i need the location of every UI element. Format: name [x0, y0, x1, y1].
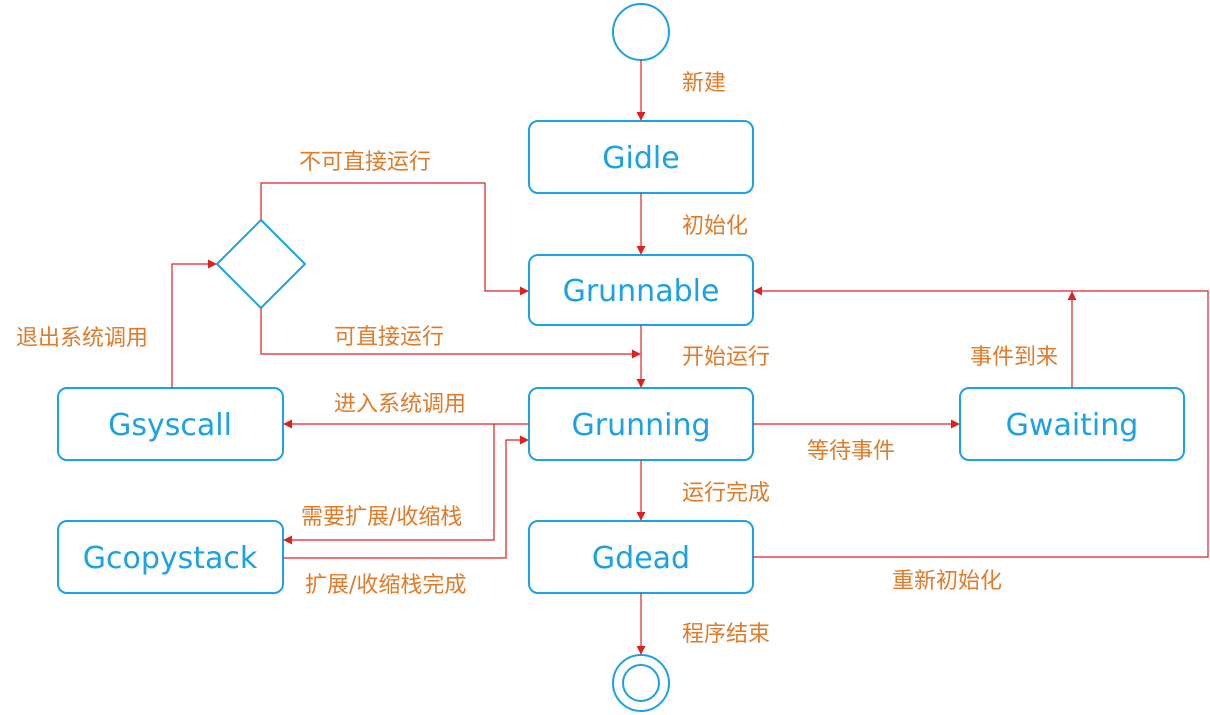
state-gsyscall: Gsyscall [57, 387, 284, 461]
state-grunning-label: Grunning [571, 408, 710, 443]
edge-event-arrived-label: 事件到来 [970, 345, 1058, 370]
state-grunnable-label: Grunnable [563, 274, 720, 309]
state-gcopystack: Gcopystack [57, 520, 284, 594]
state-gwaiting-label: Gwaiting [1006, 408, 1139, 443]
state-gsyscall-label: Gsyscall [108, 408, 232, 443]
edge-grow-shrink-stack-done [283, 435, 529, 559]
edge-init-label: 初始化 [682, 214, 748, 239]
edge-wait-event-label: 等待事件 [807, 439, 895, 464]
edge-cannot-run-directly [260, 182, 529, 296]
start-node [612, 3, 670, 61]
edge-can-run-directly-label: 可直接运行 [334, 325, 444, 350]
edge-exit-syscall [171, 259, 217, 388]
edge-can-run-directly [260, 308, 641, 359]
edge-exit-syscall-label: 退出系统调用 [16, 326, 148, 351]
edge-start-running-label: 开始运行 [682, 345, 770, 370]
edge-cannot-run-directly-label: 不可直接运行 [299, 150, 431, 175]
state-grunning: Grunning [528, 387, 754, 461]
edge-enter-syscall-label: 进入系统调用 [334, 392, 466, 417]
state-gcopystack-label: Gcopystack [83, 541, 258, 576]
edge-grow-shrink-stack-done-label: 扩展/收缩栈完成 [305, 573, 466, 598]
state-gdead-label: Gdead [592, 541, 690, 576]
edge-run-finished-label: 运行完成 [682, 481, 770, 506]
state-gidle: Gidle [528, 120, 754, 194]
state-gwaiting: Gwaiting [959, 387, 1185, 461]
state-gdead: Gdead [528, 520, 754, 594]
state-gidle-label: Gidle [602, 141, 679, 176]
edge-create-label: 新建 [682, 71, 726, 96]
edge-need-grow-shrink-stack-label: 需要扩展/收缩栈 [301, 505, 462, 530]
end-node [612, 654, 670, 712]
edge-reinit [753, 286, 1209, 558]
edge-need-grow-shrink-stack [283, 424, 495, 545]
state-grunnable: Grunnable [528, 254, 754, 326]
edge-program-end-label: 程序结束 [682, 622, 770, 647]
edge-reinit-label: 重新初始化 [892, 569, 1002, 594]
decision-diamond [215, 218, 307, 310]
